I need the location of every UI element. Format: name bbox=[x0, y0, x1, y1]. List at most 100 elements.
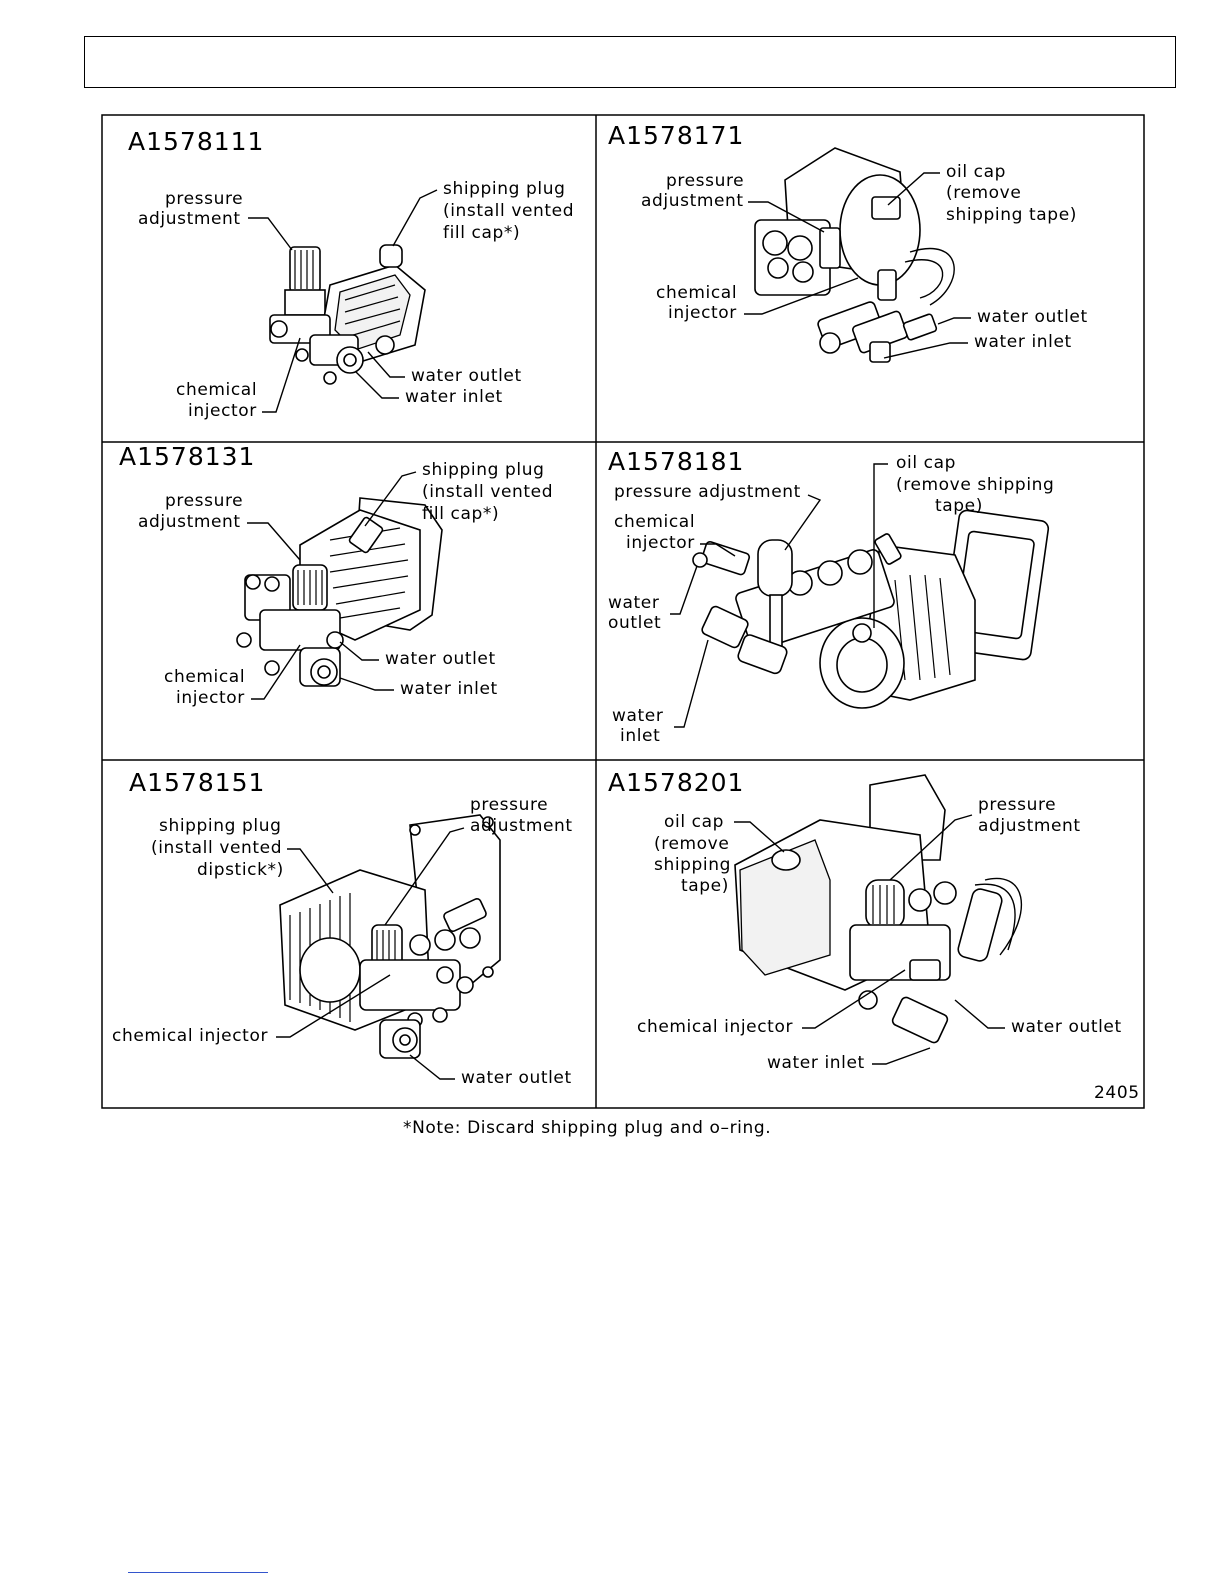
callout-oil-cap: oil cap (remove shipping tape) bbox=[654, 812, 785, 896]
callout-pressure: pressure adjustment bbox=[138, 491, 301, 561]
model-code: A1578111 bbox=[128, 127, 264, 156]
model-code: A1578151 bbox=[129, 768, 265, 797]
svg-text:oil cap: oil cap bbox=[896, 453, 956, 473]
callout-water-inlet: water inlet bbox=[355, 371, 503, 407]
svg-text:injector: injector bbox=[668, 303, 737, 323]
callout-water-outlet: water outlet bbox=[937, 307, 1088, 327]
pump-illustration bbox=[269, 244, 426, 385]
footnote: *Note: Discard shipping plug and o–ring. bbox=[403, 1118, 771, 1138]
model-code: A1578131 bbox=[119, 442, 255, 471]
svg-text:injector: injector bbox=[176, 688, 245, 708]
svg-text:shipping plug: shipping plug bbox=[422, 460, 545, 480]
svg-text:chemical: chemical bbox=[614, 512, 695, 532]
svg-text:shipping: shipping bbox=[654, 855, 731, 875]
callout-chemical-injector: chemical injector bbox=[614, 512, 736, 557]
panel-a1578111: A1578111 pressure adjustment shipping pl… bbox=[128, 127, 574, 421]
callout-pressure: pressure adjustment bbox=[614, 482, 822, 551]
svg-text:(install vented: (install vented bbox=[422, 482, 553, 502]
callout-chemical-injector: chemical injector bbox=[164, 644, 301, 708]
svg-text:chemical injector: chemical injector bbox=[112, 1026, 268, 1046]
svg-text:(remove: (remove bbox=[946, 183, 1021, 203]
callout-shipping-plug: shipping plug (install vented dipstick*) bbox=[151, 816, 334, 894]
panel-a1578151: A1578151 pressure adjustment shipping pl… bbox=[112, 768, 573, 1088]
svg-text:pressure: pressure bbox=[165, 491, 243, 511]
svg-text:oil cap: oil cap bbox=[664, 812, 724, 832]
panel-grid bbox=[101, 114, 1145, 1109]
svg-text:injector: injector bbox=[188, 401, 257, 421]
svg-text:adjustment: adjustment bbox=[641, 191, 744, 211]
svg-text:injector: injector bbox=[626, 533, 695, 553]
svg-text:dipstick*): dipstick*) bbox=[197, 860, 284, 880]
svg-text:water inlet: water inlet bbox=[974, 332, 1072, 352]
svg-text:water outlet: water outlet bbox=[1011, 1017, 1122, 1037]
model-code: A1578171 bbox=[608, 121, 744, 150]
callout-pressure: pressure adjustment bbox=[641, 171, 825, 233]
callout-water-outlet: water outlet bbox=[608, 565, 698, 633]
svg-text:water inlet: water inlet bbox=[400, 679, 498, 699]
svg-text:water: water bbox=[612, 706, 663, 726]
header-box bbox=[84, 36, 1176, 88]
svg-text:shipping tape): shipping tape) bbox=[946, 205, 1077, 225]
callout-shipping-plug: shipping plug (install vented fill cap*) bbox=[364, 460, 553, 527]
svg-text:shipping plug: shipping plug bbox=[159, 816, 282, 836]
callout-chemical-injector: chemical injector bbox=[176, 337, 301, 421]
svg-text:water outlet: water outlet bbox=[461, 1068, 572, 1088]
svg-text:tape): tape) bbox=[935, 496, 983, 516]
figure-number: 2405 bbox=[1094, 1083, 1140, 1103]
svg-text:adjustment: adjustment bbox=[470, 816, 573, 836]
model-code: A1578201 bbox=[608, 768, 744, 797]
callout-water-inlet: water inlet bbox=[883, 332, 1072, 359]
panel-a1578201: A1578201 oil cap (remove shipping tape) bbox=[608, 768, 1140, 1103]
svg-text:chemical injector: chemical injector bbox=[637, 1017, 793, 1037]
callout-shipping-plug: shipping plug (install vented fill cap*) bbox=[392, 179, 574, 247]
pump-illustration bbox=[279, 814, 501, 1059]
svg-text:shipping plug: shipping plug bbox=[443, 179, 566, 199]
svg-text:(install vented: (install vented bbox=[443, 201, 574, 221]
callout-water-inlet: water inlet bbox=[612, 639, 709, 746]
svg-text:inlet: inlet bbox=[620, 726, 660, 746]
callout-pressure: pressure adjustment bbox=[889, 795, 1081, 881]
footer-link-underline bbox=[128, 1572, 268, 1573]
svg-text:adjustment: adjustment bbox=[978, 816, 1081, 836]
svg-text:outlet: outlet bbox=[608, 613, 661, 633]
svg-text:pressure: pressure bbox=[165, 189, 243, 209]
svg-text:fill cap*): fill cap*) bbox=[443, 223, 520, 243]
callout-pressure: pressure adjustment bbox=[138, 189, 293, 251]
pump-illustration bbox=[754, 147, 955, 363]
svg-text:oil cap: oil cap bbox=[946, 162, 1006, 182]
svg-text:pressure: pressure bbox=[978, 795, 1056, 815]
svg-text:chemical: chemical bbox=[176, 380, 257, 400]
pump-illustration bbox=[734, 774, 1023, 1044]
callout-water-outlet: water outlet bbox=[954, 999, 1122, 1037]
panel-a1578131: A1578131 pressure adjustment shipping pl… bbox=[119, 442, 553, 708]
svg-text:water outlet: water outlet bbox=[977, 307, 1088, 327]
callout-water-outlet: water outlet bbox=[367, 351, 522, 386]
svg-text:water outlet: water outlet bbox=[411, 366, 522, 386]
svg-text:fill cap*): fill cap*) bbox=[422, 504, 499, 524]
svg-text:water outlet: water outlet bbox=[385, 649, 496, 669]
callout-chemical-injector: chemical injector bbox=[656, 277, 859, 323]
svg-text:water inlet: water inlet bbox=[405, 387, 503, 407]
callout-water-inlet: water inlet bbox=[767, 1047, 931, 1073]
svg-text:tape): tape) bbox=[681, 876, 729, 896]
svg-text:adjustment: adjustment bbox=[138, 512, 241, 532]
panel-a1578181: A1578181 pressure adjustment oil cap ( bbox=[608, 447, 1054, 746]
svg-text:pressure: pressure bbox=[666, 171, 744, 191]
svg-text:adjustment: adjustment bbox=[138, 209, 241, 229]
svg-text:water: water bbox=[608, 593, 659, 613]
callout-water-outlet: water outlet bbox=[339, 641, 496, 669]
callout-oil-cap: oil cap (remove shipping tape) bbox=[887, 162, 1077, 225]
callout-chemical-injector: chemical injector bbox=[112, 974, 391, 1046]
callout-pressure: pressure adjustment bbox=[384, 795, 573, 926]
svg-text:water inlet: water inlet bbox=[767, 1053, 865, 1073]
panel-a1578171: A1578171 pressure adjustment oil cap (r bbox=[608, 121, 1088, 363]
model-code: A1578181 bbox=[608, 447, 744, 476]
callout-chemical-injector: chemical injector bbox=[637, 969, 906, 1037]
svg-text:pressure adjustment: pressure adjustment bbox=[614, 482, 801, 502]
svg-text:(install vented: (install vented bbox=[151, 838, 282, 858]
svg-text:chemical: chemical bbox=[656, 283, 737, 303]
callout-water-outlet: water outlet bbox=[409, 1054, 572, 1088]
pump-illustration bbox=[692, 509, 1050, 709]
svg-text:pressure: pressure bbox=[470, 795, 548, 815]
